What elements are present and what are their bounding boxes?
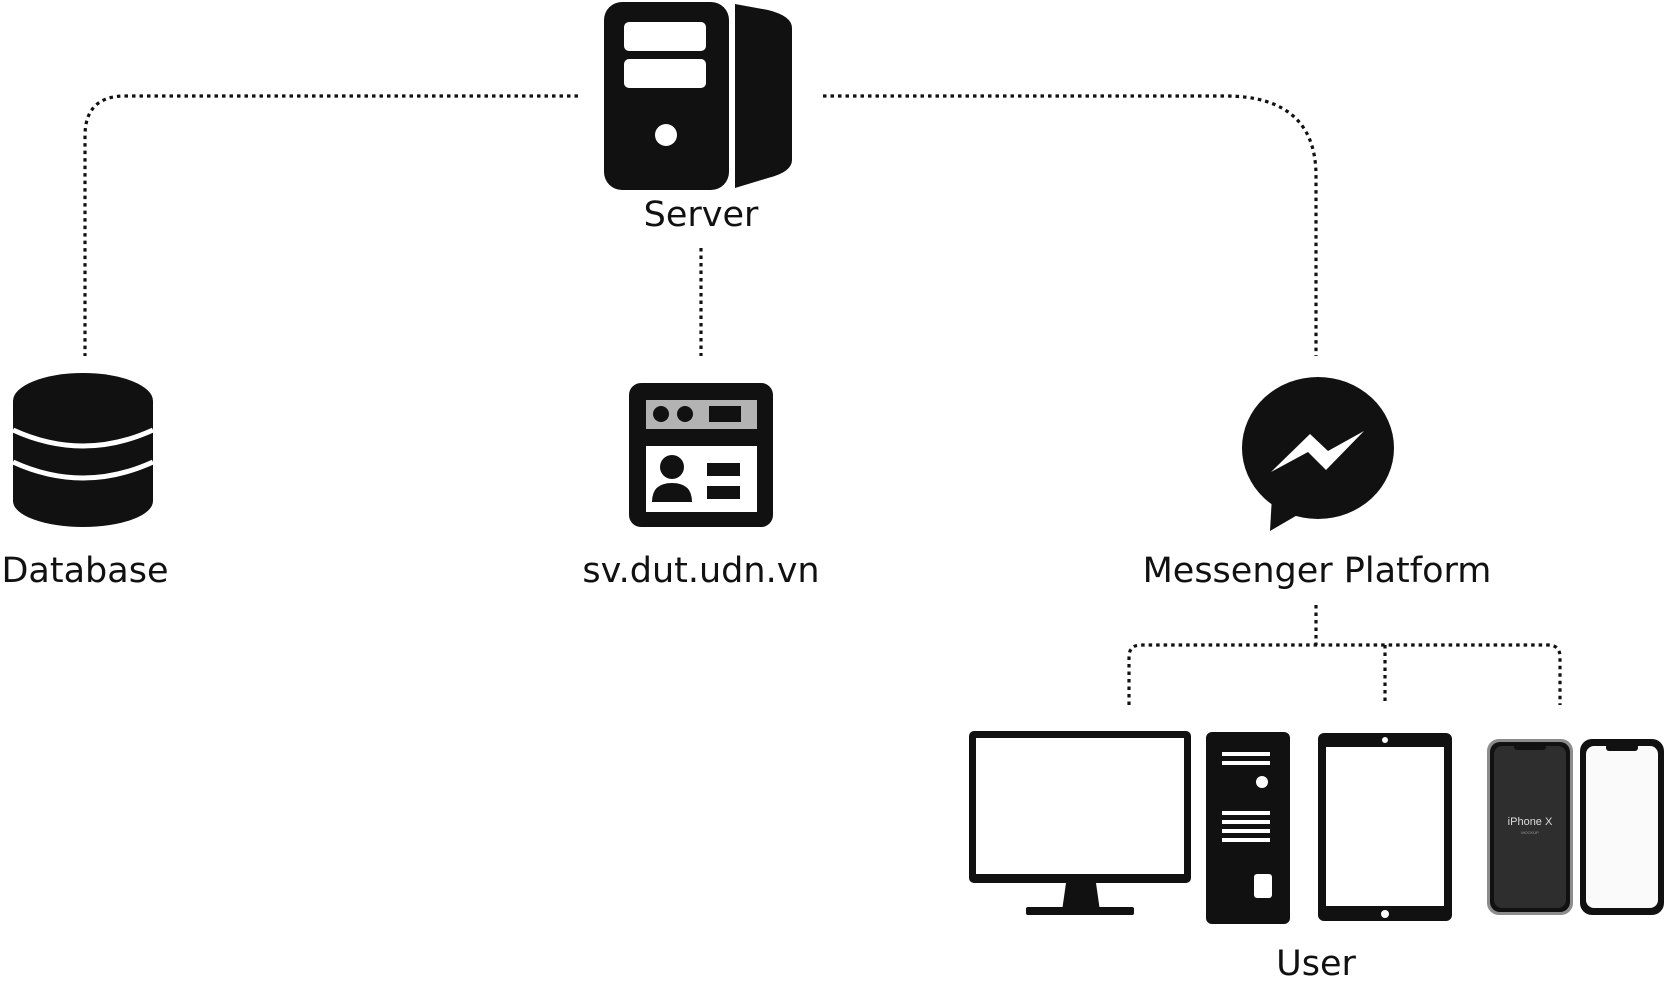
- phone-icon: iPhone X MOCKUP: [1487, 739, 1573, 915]
- database-icon: [11, 373, 155, 527]
- pc-tower-icon: [1206, 732, 1290, 924]
- phone-screen-text: iPhone X: [1508, 816, 1553, 828]
- server-tower-icon: [604, 2, 792, 190]
- web-page-icon: [629, 383, 773, 527]
- monitor-icon: [969, 731, 1191, 915]
- website-label: sv.dut.udn.vn: [582, 551, 819, 591]
- tablet-icon: [1318, 733, 1452, 921]
- phone-light-icon: [1580, 739, 1664, 915]
- connector-server-messenger: [823, 94, 1318, 356]
- connector-server-database: [83, 94, 578, 356]
- phone-screen-subtext: MOCKUP: [1521, 830, 1539, 835]
- connector-user-branches: [1127, 643, 1562, 705]
- messenger-label: Messenger Platform: [1143, 551, 1492, 591]
- messenger-icon: [1242, 377, 1394, 531]
- server-label: Server: [644, 195, 759, 235]
- user-label: User: [1276, 944, 1356, 984]
- database-label: Database: [1, 551, 168, 591]
